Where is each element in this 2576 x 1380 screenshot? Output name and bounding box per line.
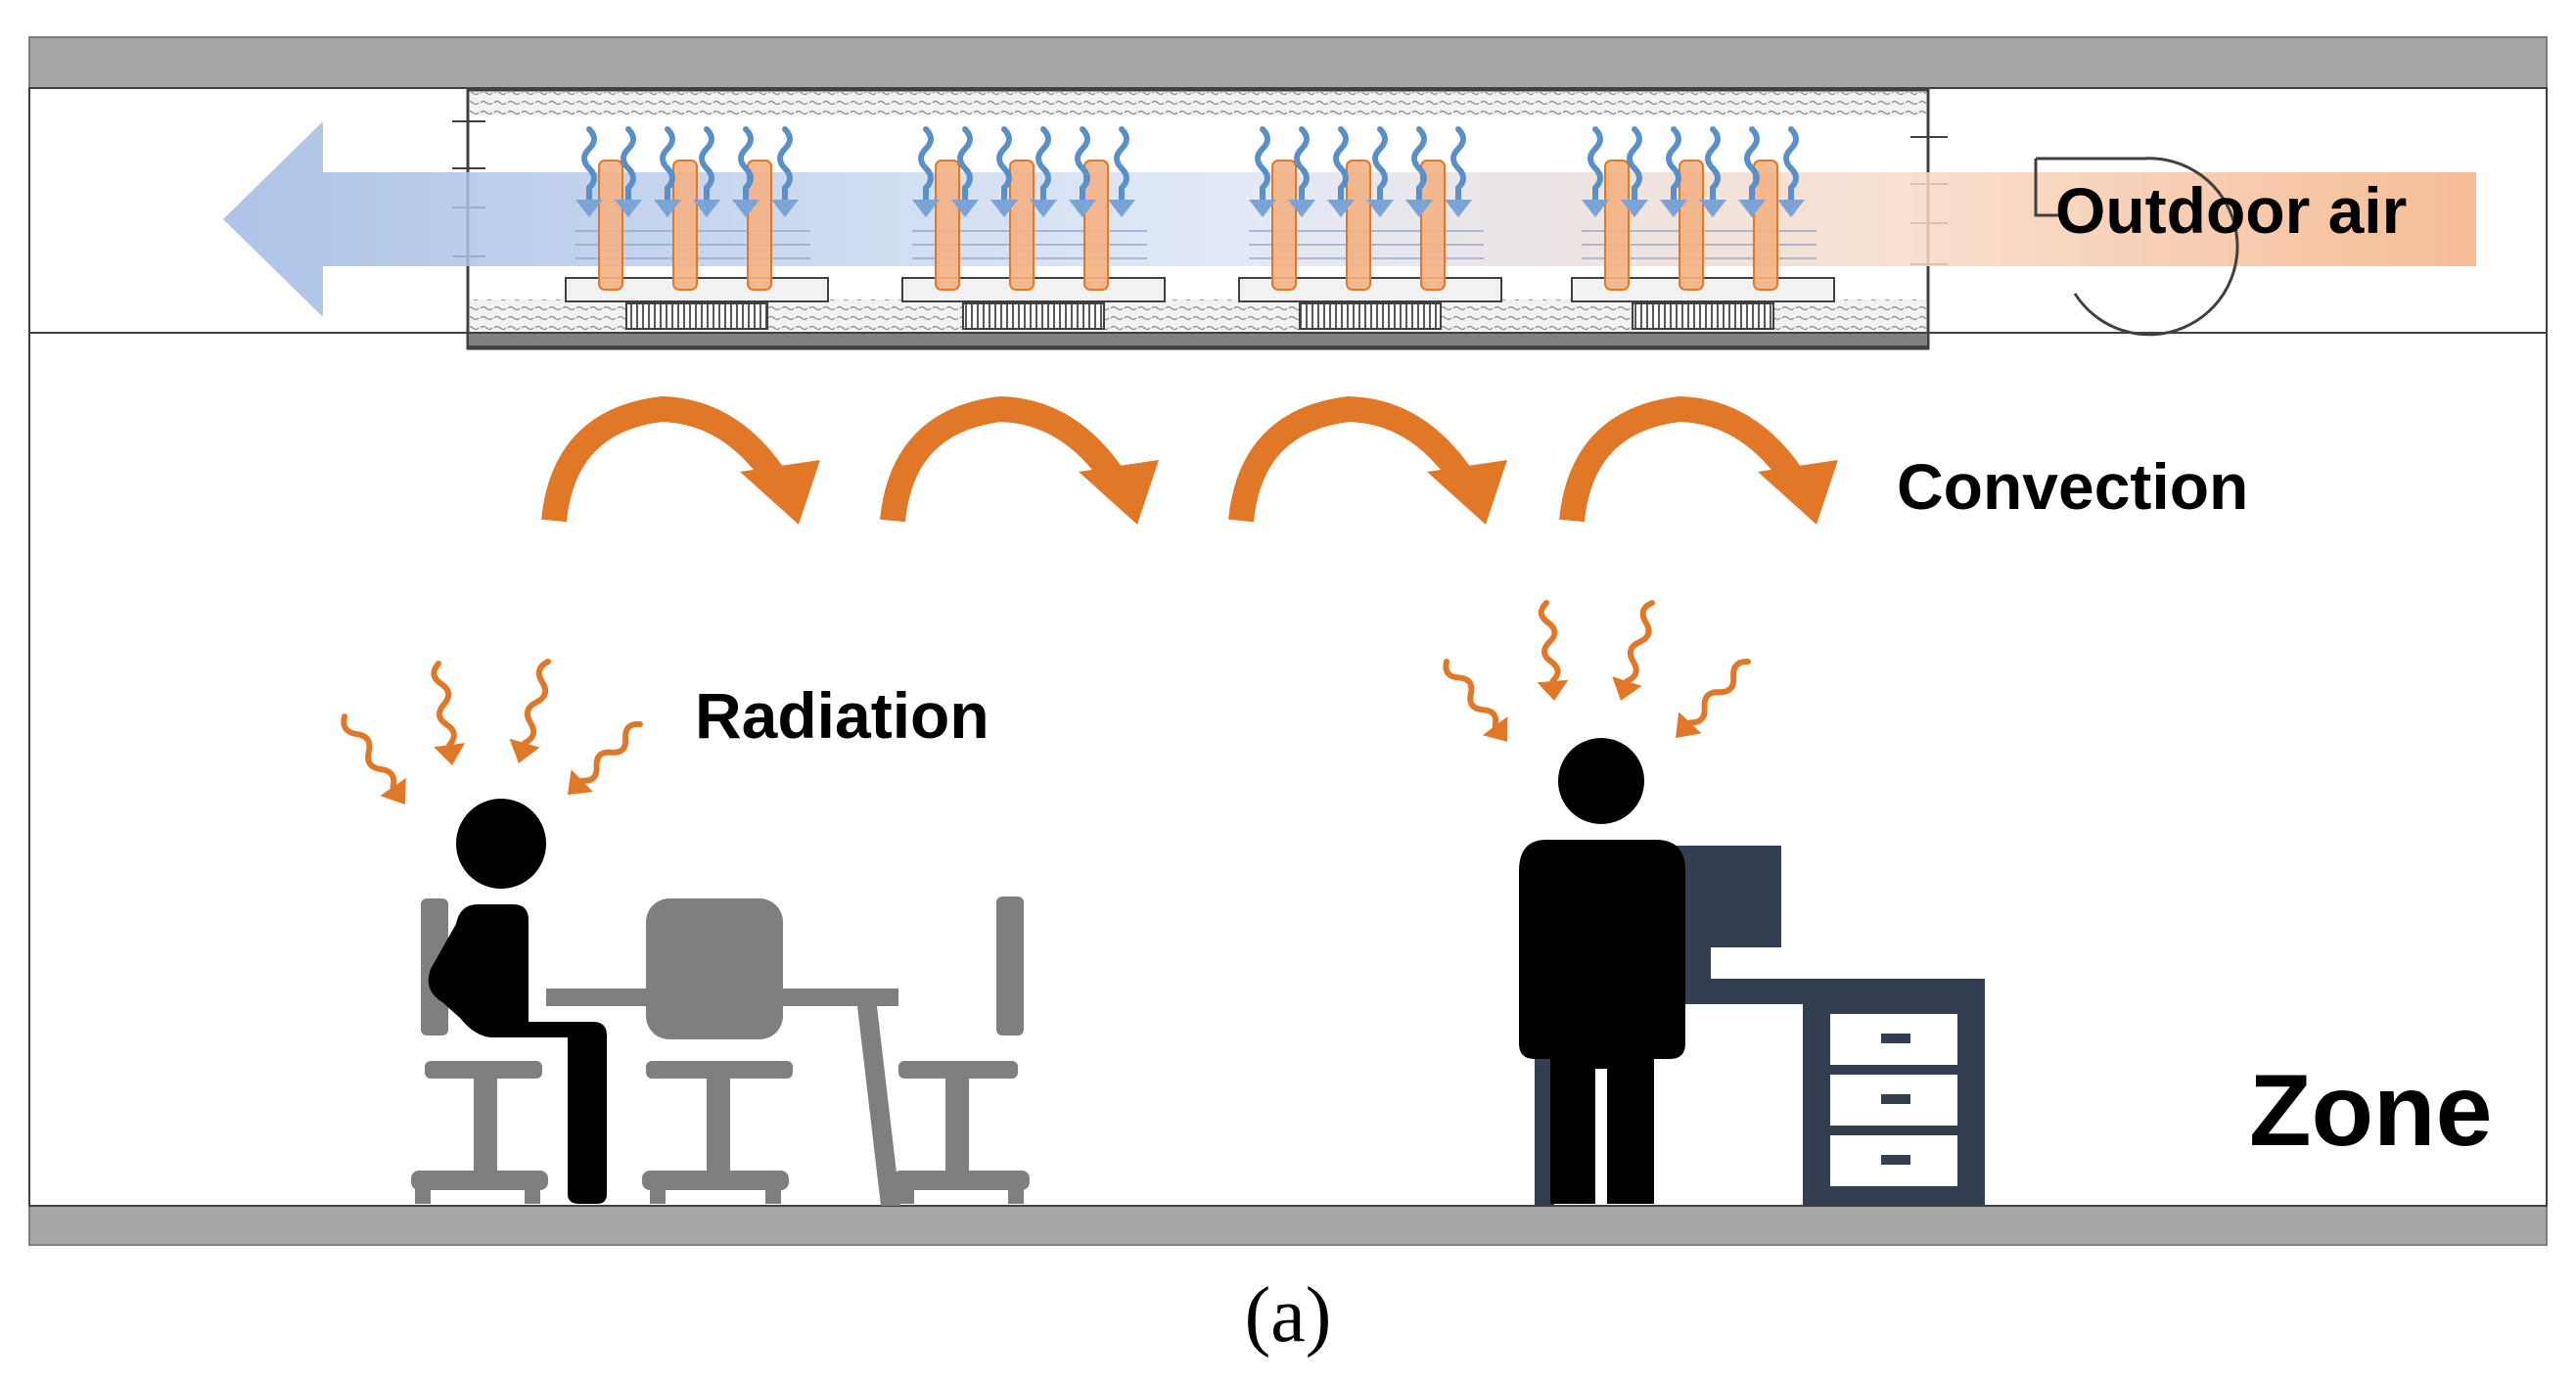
heater-bar: [672, 160, 698, 291]
heat-wave-icon: [621, 126, 636, 212]
meeting-table: [546, 898, 900, 1206]
heat-wave-icon: [581, 126, 597, 212]
seated-scene: [411, 799, 1030, 1206]
heater-bar: [1271, 160, 1297, 291]
heat-wave-icon: [699, 126, 714, 212]
zone-label: Zone: [2249, 1054, 2492, 1168]
heating-module: [901, 126, 1166, 330]
person-icon: [1519, 738, 1685, 1204]
heat-wave-icon: [509, 659, 551, 763]
heat-wave-icon: [1443, 659, 1508, 742]
heat-wave-icon: [738, 126, 754, 212]
heat-wave-icon: [1587, 126, 1603, 212]
curved-arrow-icon: [1559, 395, 1838, 525]
heat-wave-icon: [1411, 126, 1427, 212]
heater-bar: [1604, 160, 1630, 291]
floor-slab: [28, 1205, 2548, 1246]
heating-module: [1238, 126, 1502, 330]
heat-wave-icon: [1372, 126, 1388, 212]
heat-wave-icon: [1294, 126, 1310, 212]
heat-wave-icon: [1705, 126, 1721, 212]
heating-module: [1571, 126, 1835, 330]
heater-bar: [1009, 160, 1035, 291]
person-icon: [428, 799, 607, 1204]
unit-base-plate: [467, 332, 1929, 347]
heat-wave-icon: [1333, 126, 1349, 212]
heat-wave-icon: [1744, 126, 1760, 212]
heat-wave-icon: [1676, 659, 1751, 738]
heat-wave-icon: [660, 126, 675, 212]
heater-bar: [1753, 160, 1778, 291]
outdoor-air-label: Outdoor air: [2055, 174, 2407, 247]
heater-bar: [1346, 160, 1371, 291]
heat-wave-icon: [1783, 126, 1799, 212]
chair-icon: [893, 897, 1030, 1204]
top-insulation: [470, 92, 1926, 115]
heat-wave-icon: [1627, 126, 1642, 212]
heat-wave-icon: [777, 126, 793, 212]
heat-wave-icon: [918, 126, 934, 212]
heat-wave-icon: [568, 720, 643, 795]
heater-bar: [747, 160, 772, 291]
figure-caption: (a): [1245, 1272, 1332, 1358]
zone-outline: [28, 87, 2548, 1207]
heat-wave-icon: [1255, 126, 1270, 212]
heat-wave-icon: [431, 661, 466, 765]
heater-bar: [1679, 160, 1704, 291]
ceiling-slab: [28, 36, 2548, 89]
curved-arrow-icon: [1228, 395, 1507, 525]
heat-wave-icon: [1666, 126, 1681, 212]
heat-wave-icon: [996, 126, 1012, 212]
heat-wave-icon: [341, 713, 406, 805]
heat-wave-icon: [1537, 600, 1569, 701]
heater-bar: [1083, 160, 1109, 291]
radiation-arrows: [341, 600, 1751, 805]
convection-label: Convection: [1897, 450, 2248, 523]
standing-scene: [1519, 738, 1985, 1206]
curved-arrow-icon: [541, 395, 820, 525]
heat-wave-icon: [1035, 126, 1051, 212]
heating-module: [565, 126, 829, 330]
heat-wave-icon: [1450, 126, 1466, 212]
heat-wave-icon: [1075, 126, 1090, 212]
convection-arrows: [541, 395, 1838, 525]
heating-modules: [565, 126, 1835, 330]
chair-icon: [642, 1061, 793, 1204]
heater-bar: [1420, 160, 1446, 291]
heat-wave-icon: [1114, 126, 1129, 212]
heater-bar: [935, 160, 960, 291]
heater-bar: [598, 160, 623, 291]
radiation-label: Radiation: [695, 679, 989, 752]
heat-wave-icon: [1612, 600, 1655, 701]
curved-arrow-icon: [880, 395, 1159, 525]
heat-wave-icon: [957, 126, 973, 212]
fan-icon: [2034, 157, 2239, 337]
